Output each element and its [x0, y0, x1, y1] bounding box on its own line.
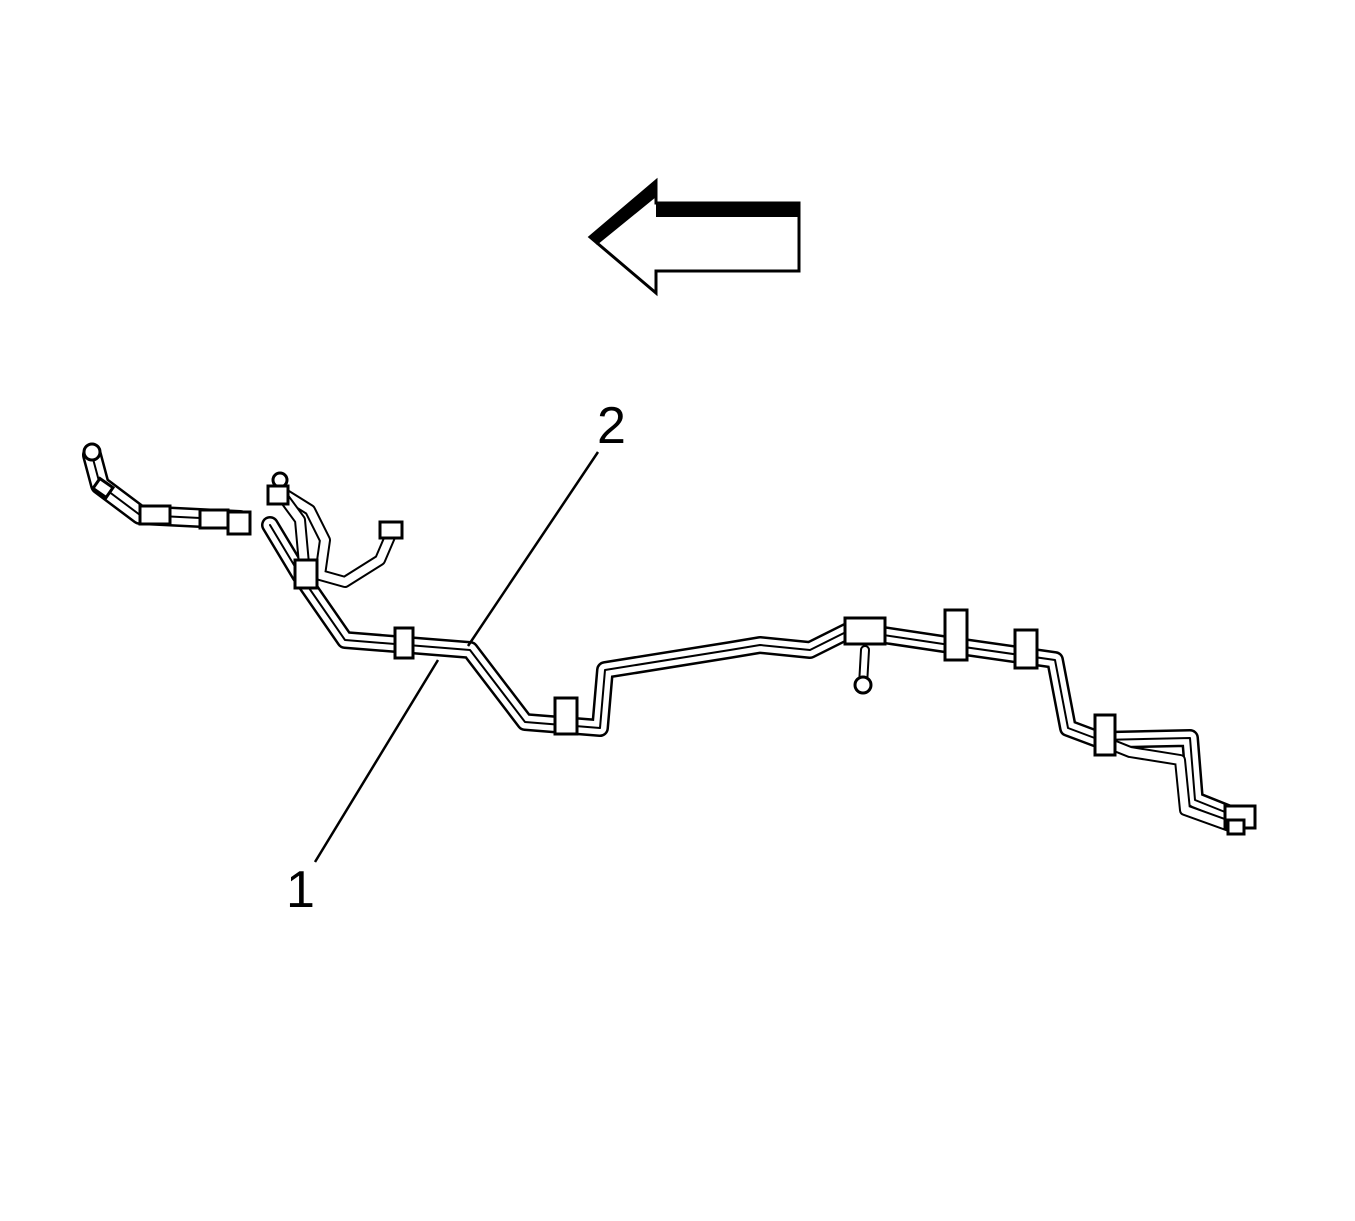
callout-2: 2 — [597, 397, 626, 455]
leader-line-1 — [313, 659, 440, 863]
tube-assembly — [82, 445, 1249, 834]
leader-line-2 — [466, 451, 600, 647]
fittings-and-clips — [82, 442, 1257, 836]
callout-1: 1 — [286, 861, 315, 919]
arrow-left-icon — [587, 177, 801, 297]
leader-lines — [313, 451, 600, 863]
